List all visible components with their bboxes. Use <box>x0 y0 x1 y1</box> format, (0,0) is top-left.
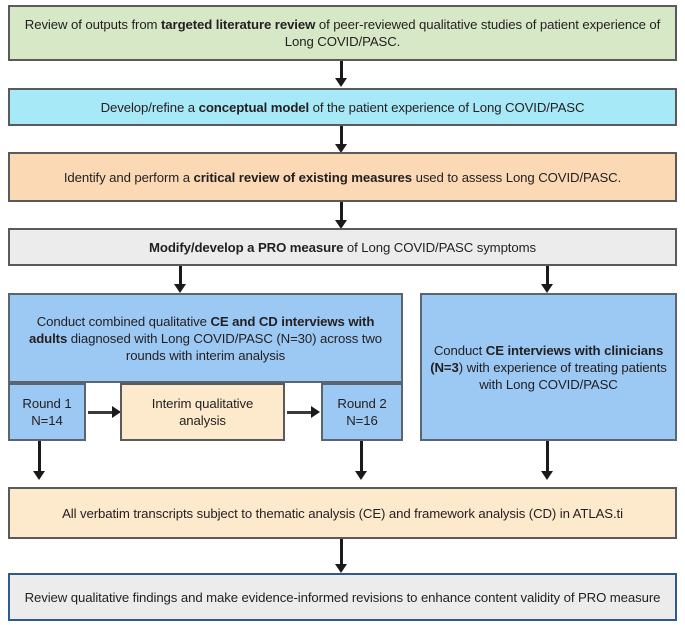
connector-clinician-to-transcripts-line <box>546 441 549 473</box>
connector-round1-to-interim-arrowhead <box>112 406 121 418</box>
node-pro-measure: Modify/develop a PRO measure of Long COV… <box>8 228 677 266</box>
connector-interim-to-round2-line <box>287 411 315 414</box>
node-review-findings-text: Review qualitative findings and make evi… <box>24 589 661 605</box>
connector-literature-to-model-line <box>340 61 343 80</box>
node-adult-interviews: Conduct combined qualitative CE and CD i… <box>8 293 403 383</box>
node-conceptual-model-text: Develop/refine a conceptual model of the… <box>100 99 585 115</box>
connector-pro-to-adult-line <box>179 266 182 286</box>
connector-transcripts-to-review-line <box>340 539 343 566</box>
connector-interim-to-round2-arrowhead <box>311 406 320 418</box>
node-literature-review-text: Review of outputs from targeted literatu… <box>24 17 661 49</box>
connector-pro-to-clinician-line <box>546 266 549 286</box>
connector-literature-to-model-arrowhead <box>335 78 347 87</box>
connector-model-to-critical-review-line <box>340 126 343 146</box>
node-review-findings: Review qualitative findings and make evi… <box>8 573 677 621</box>
connector-round2-to-transcripts-arrowhead <box>355 471 367 480</box>
connector-round1-to-transcripts-arrowhead <box>33 471 45 480</box>
node-clinician-interviews: Conduct CE interviews with clinicians (N… <box>420 293 677 441</box>
node-transcript-analysis-text: All verbatim transcripts subject to them… <box>62 505 623 521</box>
node-critical-review-text: Identify and perform a critical review o… <box>63 169 622 185</box>
connector-model-to-critical-review-arrowhead <box>335 144 347 153</box>
node-pro-measure-text: Modify/develop a PRO measure of Long COV… <box>149 239 536 255</box>
node-literature-review: Review of outputs from targeted literatu… <box>8 5 677 61</box>
connector-pro-to-clinician-arrowhead <box>541 284 553 293</box>
connector-critical-review-to-pro-line <box>340 202 343 222</box>
node-transcript-analysis: All verbatim transcripts subject to them… <box>8 487 677 539</box>
connector-round1-to-interim-line <box>88 411 116 414</box>
node-clinician-interviews-text: Conduct CE interviews with clinicians (N… <box>430 342 667 392</box>
node-adult-interviews-text: Conduct combined qualitative CE and CD i… <box>28 313 383 363</box>
node-conceptual-model: Develop/refine a conceptual model of the… <box>8 88 677 126</box>
connector-clinician-to-transcripts-arrowhead <box>541 471 553 480</box>
node-critical-review: Identify and perform a critical review o… <box>8 152 677 202</box>
connector-critical-review-to-pro-arrowhead <box>335 220 347 229</box>
connector-transcripts-to-review-arrowhead <box>335 564 347 573</box>
connector-round2-to-transcripts-line <box>360 441 363 473</box>
connector-pro-to-adult-arrowhead <box>174 284 186 293</box>
connector-round1-to-transcripts-line <box>38 441 41 473</box>
